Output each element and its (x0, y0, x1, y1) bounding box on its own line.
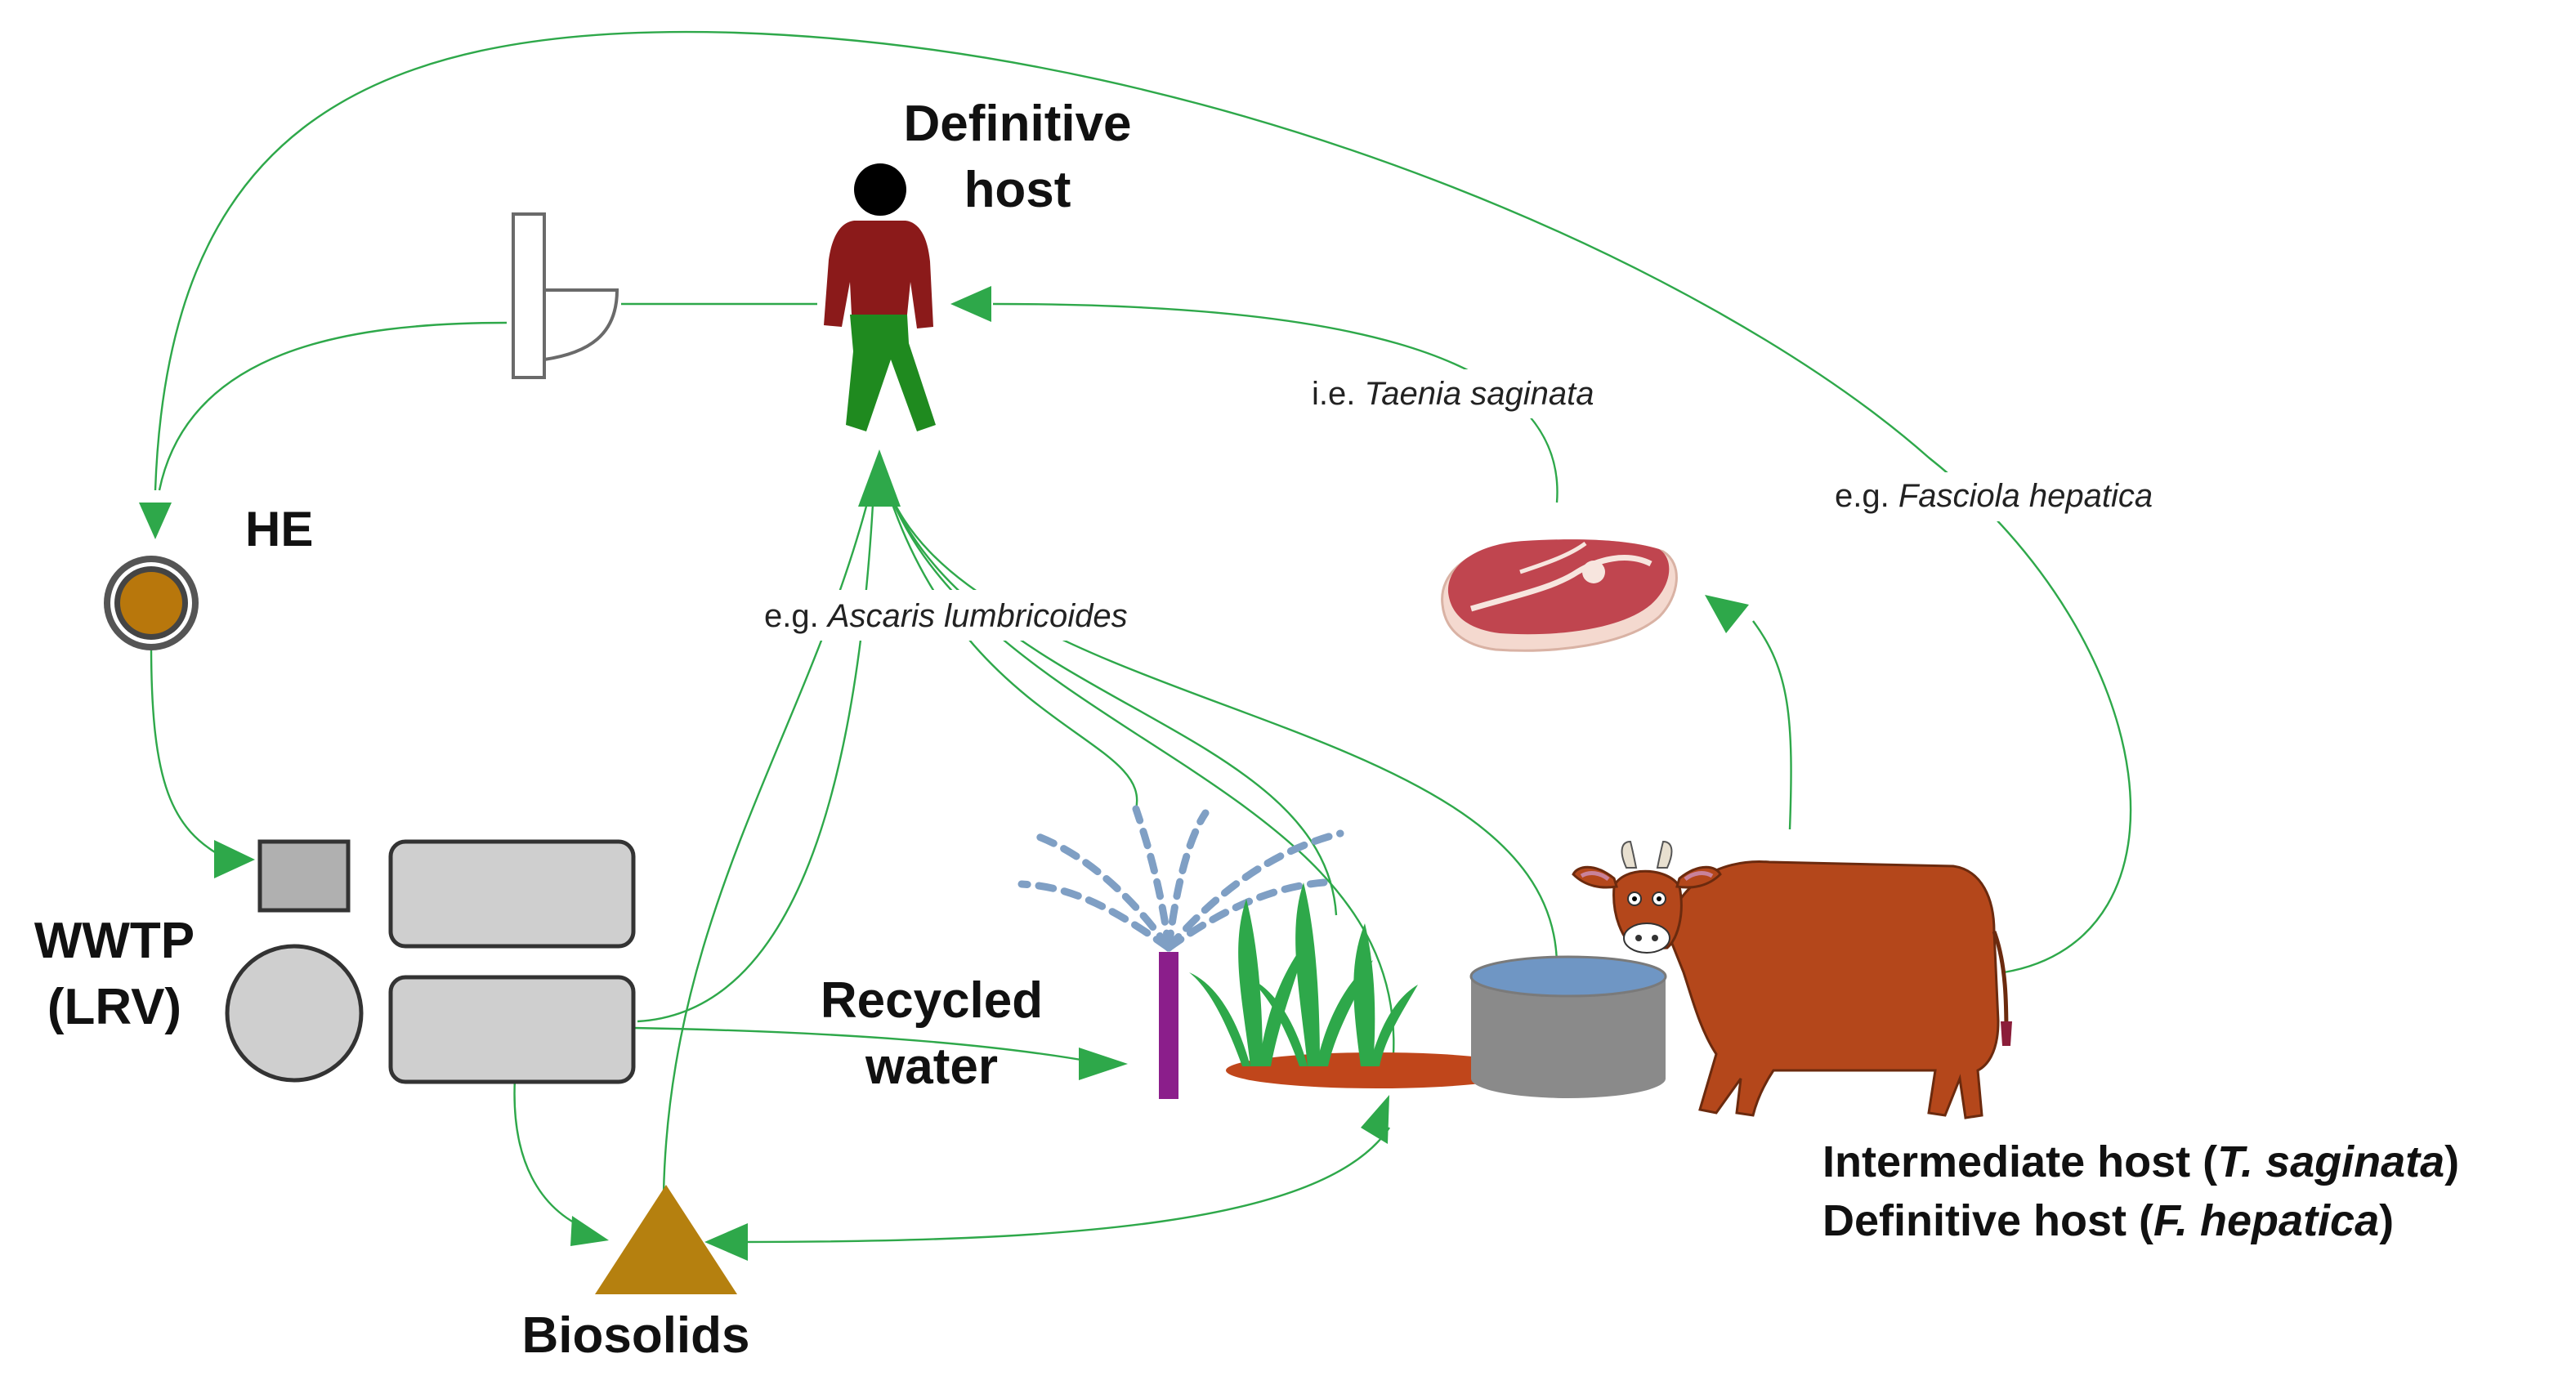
arrowhead-to-he (139, 503, 172, 539)
recycled-water-label-line2: water (865, 1039, 998, 1095)
arrowheads (139, 286, 1749, 1261)
flow-line-cow-to-meat (1752, 620, 1792, 830)
flow-lines (150, 30, 2132, 1244)
person-icon (824, 163, 936, 431)
recycled-water-label-line1: Recycled (821, 972, 1043, 1029)
arrowhead-to-wwtp (214, 840, 255, 878)
flow-line-biosolids-to-soil (735, 1127, 1390, 1244)
cow-icon (1572, 840, 2012, 1119)
he-label: HE (245, 502, 313, 556)
flow-line-toilet-to-he (158, 321, 508, 491)
wwtp-label-line1: WWTP (34, 913, 195, 969)
helminth-egg-icon (104, 556, 199, 650)
flow-line-he-to-wwtp (150, 645, 226, 860)
svg-text:e.g. Fasciola hepatica: e.g. Fasciola hepatica (1835, 478, 2153, 514)
toilet-icon (512, 212, 619, 379)
biosolids-label: Biosolids (521, 1307, 749, 1364)
intermediate-host-label: Intermediate host (T. saginata) (1822, 1137, 2459, 1186)
arrowhead-to-biosolids-right (704, 1223, 748, 1261)
arrowhead-to-meat (1705, 595, 1749, 633)
wwtp-label-line2: (LRV) (47, 979, 181, 1035)
arrowhead-to-soil (1361, 1095, 1389, 1144)
ascaris-note: e.g. Ascaris lumbricoides (752, 590, 1210, 641)
flow-line-ascaris-from-soil (881, 473, 1395, 1055)
flow-line-ascaris-from-wwtp (637, 473, 876, 1023)
arrowhead-to-biosolids-top (570, 1216, 609, 1246)
flow-line-wwtp-to-biosolids (513, 1078, 589, 1231)
svg-text:e.g. Ascaris lumbricoides: e.g. Ascaris lumbricoides (764, 598, 1128, 634)
flow-line-ascaris-from-crops (881, 473, 1338, 916)
taenia-note: i.e. Taenia saginata (1299, 369, 1663, 418)
flow-line-meat-to-person (992, 302, 1559, 503)
definitive-host-title-line1: Definitive (903, 96, 1131, 152)
sprinkler-icon (1017, 805, 1344, 1099)
flow-line-fasciola-loop (154, 30, 2132, 974)
definitive-host-title-line2: host (964, 162, 1071, 218)
wwtp-tank-bottom (388, 975, 636, 1084)
arrowhead-to-person-right (950, 286, 991, 322)
arrowhead-to-recycled (1079, 1048, 1128, 1080)
flow-line-ascaris-from-tank (881, 473, 1559, 965)
flow-line-wwtp-to-recycled (633, 1026, 1096, 1064)
arrowhead-to-person-bottom (858, 449, 901, 507)
definitive-host-fhepatica-label: Definitive host (F. hepatica) (1822, 1196, 2394, 1245)
wwtp-round-tank (225, 944, 364, 1083)
flow-line-ascaris-from-sprinkler (881, 473, 1138, 810)
wwtp-screen-box (257, 839, 351, 913)
crop-plants-icon (1189, 882, 1418, 1066)
biosolids-pile-icon (595, 1185, 737, 1294)
wwtp-tanks-icon (225, 839, 636, 1084)
svg-text:i.e. Taenia saginata: i.e. Taenia saginata (1312, 376, 1594, 412)
fasciola-note: e.g. Fasciola hepatica (1827, 472, 2227, 521)
meat-steak-icon (1441, 539, 1678, 652)
wwtp-tank-top (388, 839, 636, 949)
flow-line-ascaris-from-biosolids (662, 473, 876, 1194)
water-tank-icon (1469, 955, 1667, 1098)
